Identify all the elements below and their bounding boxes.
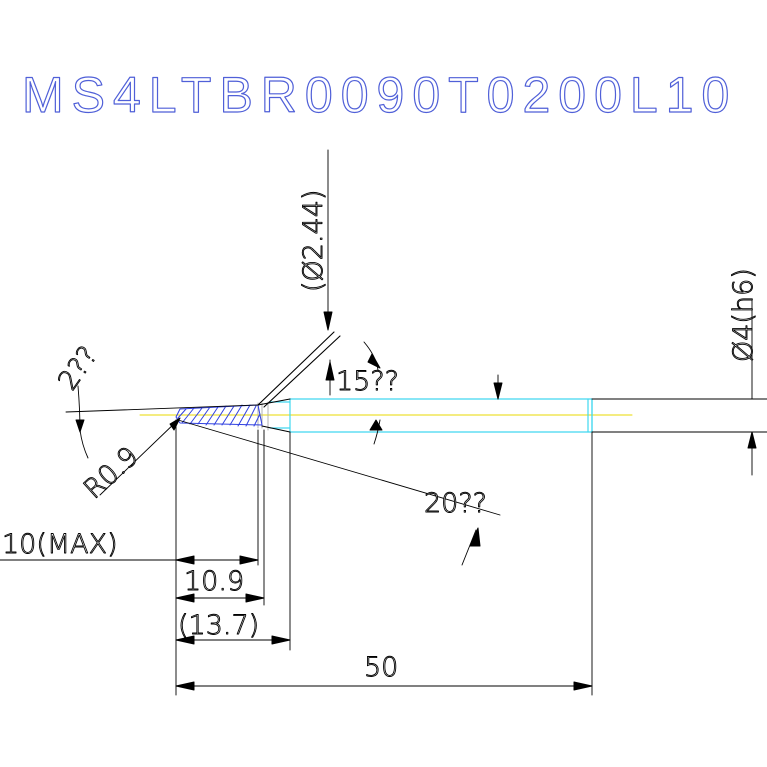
taper-end-length-label: (13.7)	[178, 610, 259, 641]
shank-diameter-dimension	[493, 299, 757, 476]
taper-angle-lower-label: 20??	[424, 488, 487, 519]
tool-outline	[257, 398, 767, 433]
effective-length-label: 10(MAX)	[2, 529, 118, 560]
taper-lines	[257, 149, 341, 408]
tip-angle-dimension	[65, 385, 259, 459]
radius-dimension	[99, 417, 181, 496]
taper-angle-upper-label: 15??	[336, 366, 399, 397]
effective-length-dimension	[0, 555, 259, 565]
tip-angle-label: 2??	[52, 341, 104, 396]
neck-length-label: 10.9	[184, 566, 244, 597]
shank-diameter-label: Ø4(h6)	[728, 268, 759, 362]
ball-tip-hatch	[175, 404, 263, 427]
angle-15-marks	[325, 341, 383, 445]
overall-length-dimension	[175, 681, 593, 691]
neck-length-dimension	[175, 593, 265, 603]
neck-diameter-label: (Ø2.44)	[298, 190, 329, 292]
taper-angle-lower-dimension	[177, 419, 501, 566]
taper-end-length-dimension	[175, 635, 291, 645]
part-number-title: MS4LTBR0090T0200L10	[22, 67, 737, 123]
extension-lines	[175, 419, 593, 696]
radius-label: R0.9	[78, 441, 145, 505]
overall-length-label: 50	[364, 652, 398, 683]
